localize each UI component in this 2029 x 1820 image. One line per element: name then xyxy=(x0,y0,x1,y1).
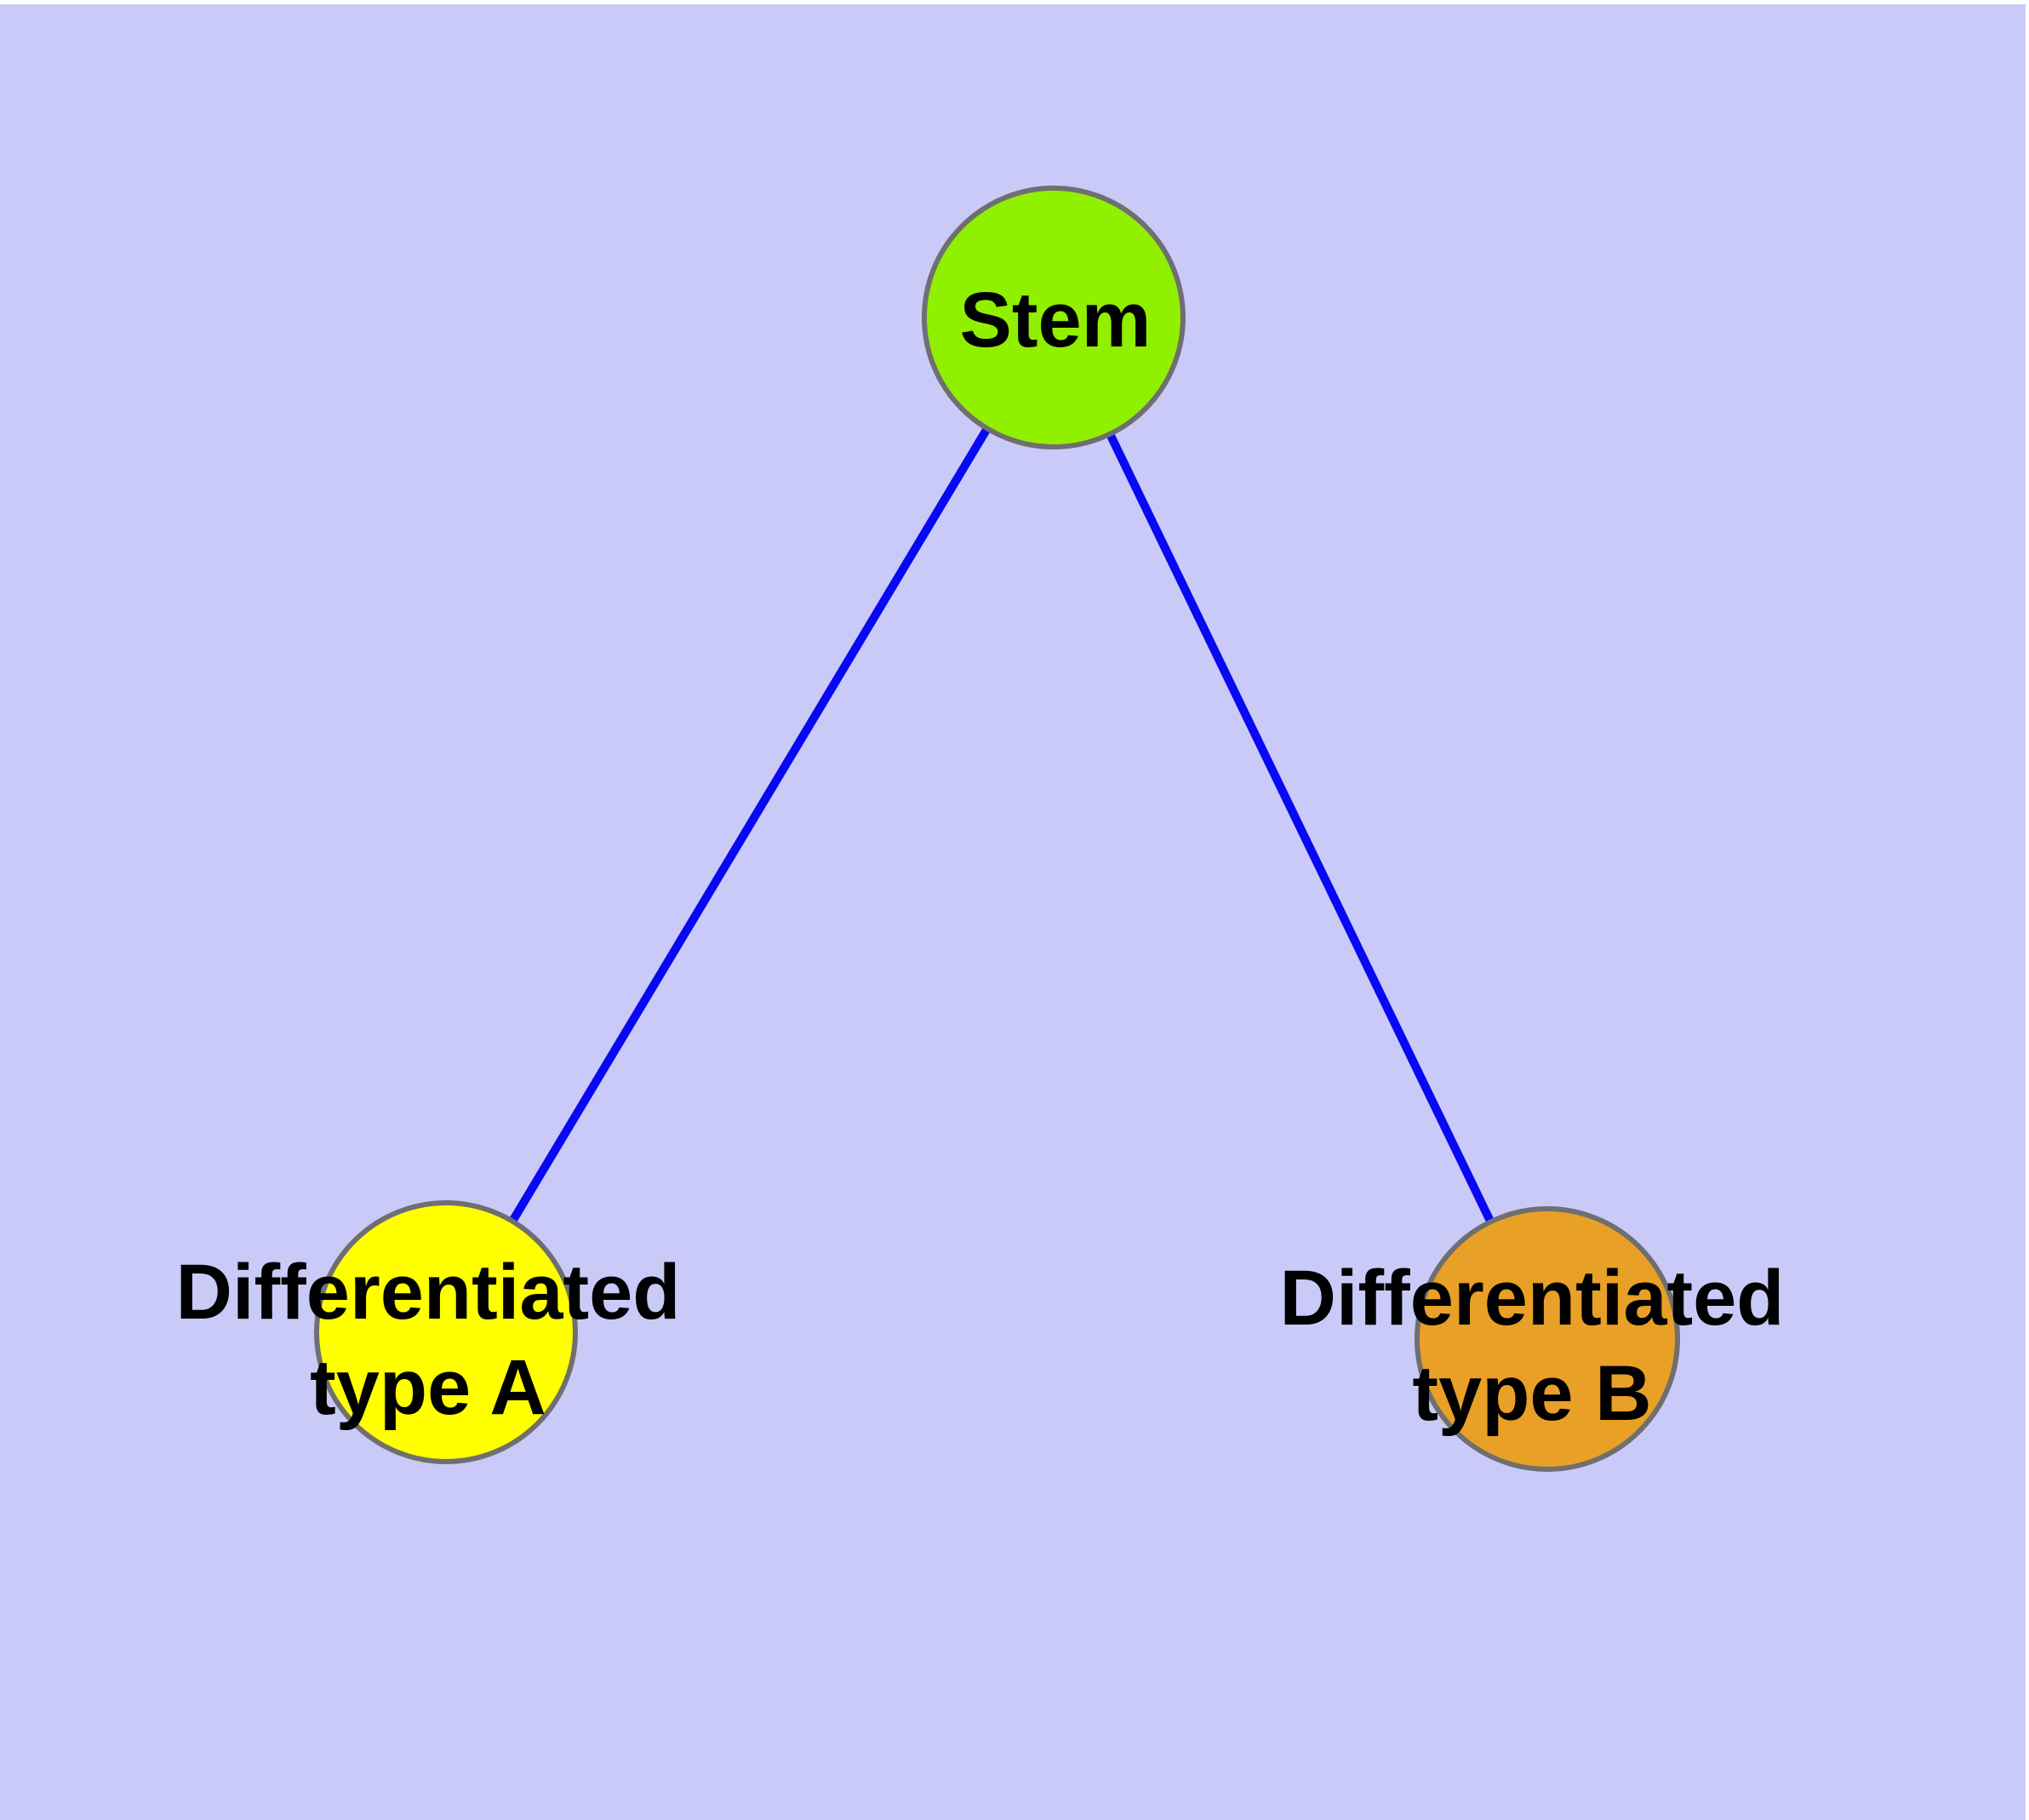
node-stem-label: Stem xyxy=(960,277,1152,363)
node-differentiated-type-b-label-line2: type B xyxy=(1412,1350,1651,1437)
node-stem-circle[interactable] xyxy=(922,186,1186,449)
node-stem: Stem xyxy=(922,186,1186,449)
node-differentiated-type-b-label-line1: Differentiated xyxy=(1280,1255,1785,1342)
node-differentiated-type-b-circle[interactable] xyxy=(1415,1206,1680,1472)
node-differentiated-type-a-label-line2: type A xyxy=(310,1344,546,1431)
edge-stem-to-type-b[interactable] xyxy=(1049,315,1552,1342)
node-differentiated-type-a-circle[interactable] xyxy=(314,1200,578,1464)
node-differentiated-type-b: Differentiated type B xyxy=(1280,1206,1785,1472)
edge-stem-to-type-a[interactable] xyxy=(442,315,1058,1335)
node-differentiated-type-a-label-line1: Differentiated xyxy=(176,1249,681,1336)
node-differentiated-type-a: Differentiated type A xyxy=(176,1200,681,1464)
